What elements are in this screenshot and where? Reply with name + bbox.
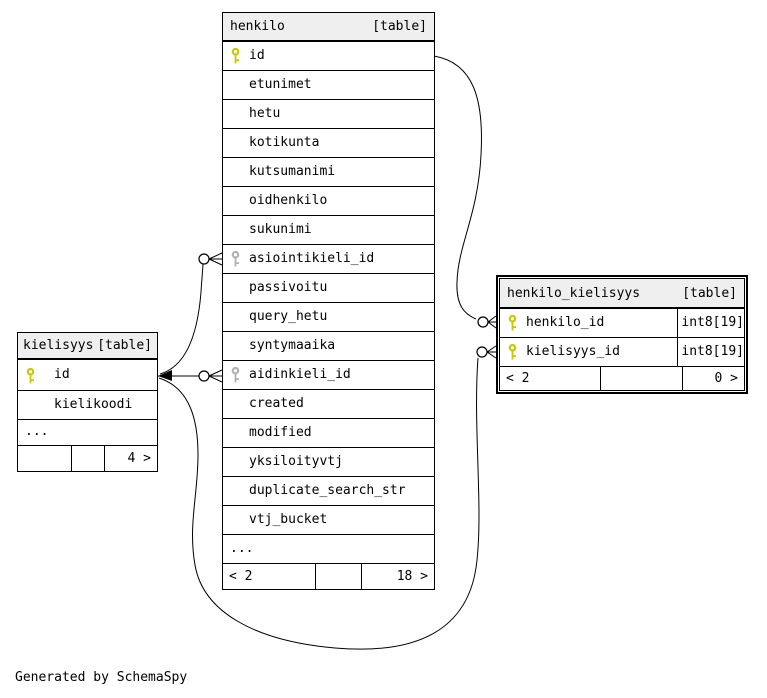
foreign-key-icon bbox=[230, 366, 241, 384]
column-row: kielikoodi bbox=[18, 390, 157, 419]
column-name: kotikunta bbox=[249, 135, 320, 150]
table-kielisyys-header[interactable]: kielisyys [table] bbox=[18, 333, 157, 359]
column-row-kielisyys-id: kielisyys_id int8[19] bbox=[500, 337, 744, 366]
table-henkilo-header[interactable]: henkilo [table] bbox=[223, 13, 434, 41]
footer-spacer bbox=[601, 367, 683, 390]
column-row: syntymaaika bbox=[223, 331, 434, 360]
column-name: kielisyys_id bbox=[526, 344, 620, 359]
column-name: id bbox=[249, 48, 265, 63]
relation-kielisyys-kielisyysid bbox=[158, 357, 480, 650]
footer-spacer bbox=[72, 446, 105, 471]
column-name: query_hetu bbox=[249, 309, 328, 324]
circle-connector bbox=[476, 346, 488, 358]
footer-children-count: 0 > bbox=[714, 371, 738, 386]
column-name: id bbox=[54, 367, 70, 382]
circle-connector bbox=[477, 316, 489, 328]
column-row: passivoitu bbox=[223, 273, 434, 302]
column-row-id: id bbox=[223, 41, 434, 70]
column-row-id: id bbox=[18, 359, 157, 390]
circle-connector bbox=[198, 253, 210, 265]
primary-key-icon bbox=[25, 367, 36, 384]
crowfoot-henkilo-id bbox=[487, 315, 497, 329]
ellipsis-row: ... bbox=[223, 534, 434, 563]
column-row: yksiloityvtj bbox=[223, 447, 434, 476]
column-row-aidinkieli: aidinkieli_id bbox=[223, 360, 434, 389]
footer-parents-count bbox=[18, 446, 72, 471]
footer-children-count: 4 > bbox=[127, 451, 151, 466]
column-name: aidinkieli_id bbox=[249, 367, 351, 382]
table-name: henkilo_kielisyys bbox=[507, 285, 641, 301]
table-henkilo-kielisyys[interactable]: henkilo_kielisyys [table] henkilo_id int… bbox=[499, 278, 745, 391]
column-name: created bbox=[249, 396, 304, 411]
table-tag: [table] bbox=[372, 19, 427, 34]
table-footer: < 2 18 > bbox=[223, 563, 434, 589]
column-name: asiointikieli_id bbox=[249, 251, 375, 266]
footer-spacer bbox=[316, 564, 362, 589]
one-end-marker bbox=[158, 370, 172, 381]
column-name: henkilo_id bbox=[526, 315, 605, 330]
column-name: duplicate_search_str bbox=[249, 483, 406, 498]
column-name: vtj_bucket bbox=[249, 512, 328, 527]
foreign-key-icon bbox=[230, 250, 241, 268]
circle-connector bbox=[198, 370, 210, 382]
primary-key-icon bbox=[507, 343, 518, 361]
table-footer: 4 > bbox=[18, 445, 157, 471]
crowfoot-kielisyys-id bbox=[486, 345, 497, 359]
column-name: etunimet bbox=[249, 77, 312, 92]
column-type: int8[19] bbox=[677, 309, 744, 337]
primary-key-icon bbox=[507, 314, 518, 332]
footer-parents-count: < 2 bbox=[223, 564, 316, 589]
primary-key-icon bbox=[230, 47, 241, 65]
table-tag: [table] bbox=[97, 338, 152, 353]
column-row-asiointikieli: asiointikieli_id bbox=[223, 244, 434, 273]
column-name: yksiloityvtj bbox=[249, 454, 343, 469]
table-tag: [table] bbox=[682, 285, 737, 301]
column-row: duplicate_search_str bbox=[223, 476, 434, 505]
column-row: kotikunta bbox=[223, 128, 434, 157]
footer-parents-count: < 2 bbox=[500, 367, 601, 390]
table-henkilo-kielisyys-header[interactable]: henkilo_kielisyys [table] bbox=[500, 279, 744, 308]
column-type: int8[19] bbox=[677, 338, 744, 366]
table-footer: < 2 0 > bbox=[500, 366, 744, 390]
column-row: sukunimi bbox=[223, 215, 434, 244]
footer-children-count: 18 > bbox=[396, 569, 428, 584]
ellipsis-row: ... bbox=[18, 419, 157, 445]
table-henkilo-kielisyys-frame: henkilo_kielisyys [table] henkilo_id int… bbox=[496, 275, 748, 394]
column-row: created bbox=[223, 389, 434, 418]
column-name: sukunimi bbox=[249, 222, 312, 237]
column-row: vtj_bucket bbox=[223, 505, 434, 534]
column-row: modified bbox=[223, 418, 434, 447]
column-row-henkilo-id: henkilo_id int8[19] bbox=[500, 308, 744, 337]
column-name: modified bbox=[249, 425, 312, 440]
column-name: syntymaaika bbox=[249, 338, 336, 353]
generator-note: Generated by SchemaSpy bbox=[15, 670, 188, 685]
crowfoot-asiointikieli bbox=[208, 252, 223, 266]
crowfoot-aidinkieli bbox=[208, 369, 223, 383]
column-row: etunimet bbox=[223, 70, 434, 99]
column-row: hetu bbox=[223, 99, 434, 128]
table-name: kielisyys bbox=[23, 338, 94, 353]
table-kielisyys[interactable]: kielisyys [table] id kielikoodi ... 4 > bbox=[17, 332, 158, 472]
table-name: henkilo bbox=[230, 19, 285, 34]
column-row: kutsumanimi bbox=[223, 157, 434, 186]
relation-henkilo-henkiloid bbox=[433, 55, 482, 320]
table-henkilo[interactable]: henkilo [table] id etunimet hetu kotikun… bbox=[222, 12, 435, 590]
column-name: kielikoodi bbox=[54, 397, 133, 412]
relation-kielisyys-asiointikieli bbox=[159, 263, 204, 375]
column-name: kutsumanimi bbox=[249, 164, 336, 179]
column-row: oidhenkilo bbox=[223, 186, 434, 215]
column-name: passivoitu bbox=[249, 280, 328, 295]
column-row: query_hetu bbox=[223, 302, 434, 331]
column-name: hetu bbox=[249, 106, 281, 121]
column-name: oidhenkilo bbox=[249, 193, 328, 208]
